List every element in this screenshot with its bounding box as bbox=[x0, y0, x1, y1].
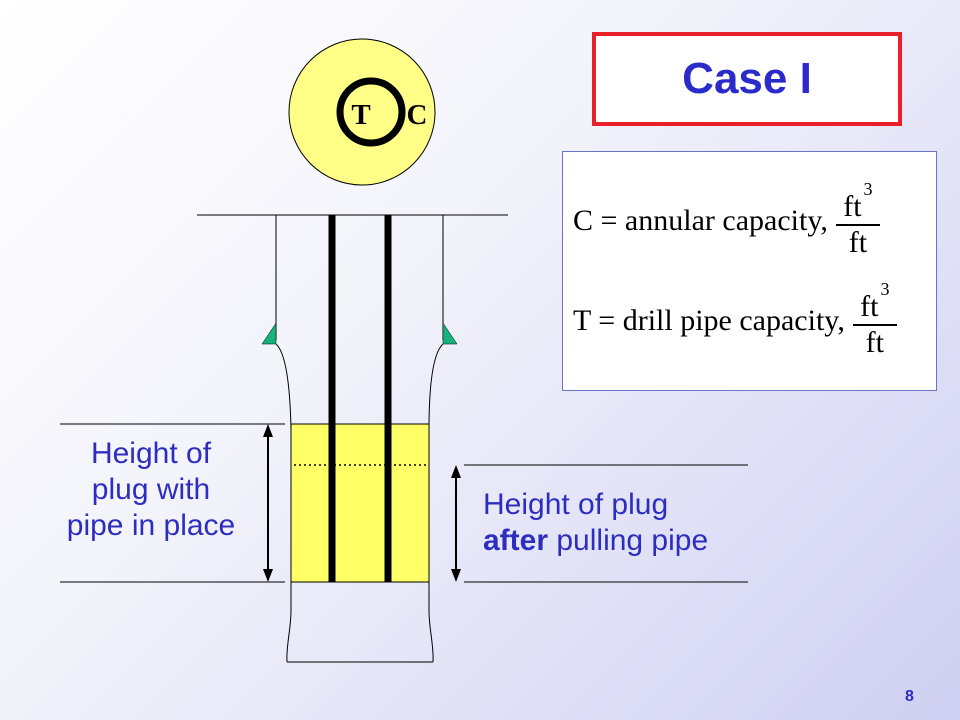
fraction-denominator: ft bbox=[865, 326, 884, 359]
plug-height-after-pulling-label: Height of plug after pulling pipe bbox=[483, 488, 709, 557]
definition-text: T = drill pipe capacity, bbox=[573, 304, 845, 337]
slide-title: Case I bbox=[682, 54, 812, 103]
left-centralizer bbox=[261, 322, 277, 345]
cement-plug bbox=[290, 423, 430, 583]
fraction-bar bbox=[852, 324, 897, 326]
fraction-denominator: ft bbox=[848, 226, 868, 259]
right-arrow-down-icon bbox=[451, 569, 461, 582]
fraction-exponent: 3 bbox=[863, 179, 873, 199]
open-hole-right-wall bbox=[428, 343, 444, 663]
units-fraction: ft3 ft bbox=[852, 279, 897, 360]
definition-drill-pipe-capacity: T = drill pipe capacity, ft3 ft bbox=[573, 279, 897, 360]
fraction-numerator: ft bbox=[860, 290, 879, 323]
definition-text: C = annular capacity, bbox=[573, 204, 828, 237]
plug-height-with-pipe-label: Height of plug with pipe in place bbox=[66, 437, 236, 542]
page-number: 8 bbox=[905, 688, 914, 705]
definitions-box: C = annular capacity, ft3 ft T = drill p… bbox=[562, 151, 937, 391]
right-arrow-up-icon bbox=[451, 465, 461, 478]
fraction-exponent: 3 bbox=[880, 279, 890, 299]
annulus-label-c: C bbox=[407, 99, 428, 131]
units-fraction: ft3 ft bbox=[835, 179, 880, 260]
pipe-label-t: T bbox=[351, 99, 370, 131]
annulus-cross-section bbox=[288, 38, 436, 186]
fraction-bar bbox=[835, 224, 880, 226]
left-arrow-down-icon bbox=[263, 569, 273, 582]
definition-annular-capacity: C = annular capacity, ft3 ft bbox=[573, 179, 880, 260]
open-hole-left-wall bbox=[275, 343, 292, 663]
drill-pipe-cross-section bbox=[336, 77, 406, 147]
right-centralizer bbox=[442, 322, 458, 345]
title-box: Case I bbox=[592, 32, 902, 126]
fraction-numerator: ft bbox=[843, 190, 862, 223]
left-arrow-up-icon bbox=[263, 424, 273, 437]
